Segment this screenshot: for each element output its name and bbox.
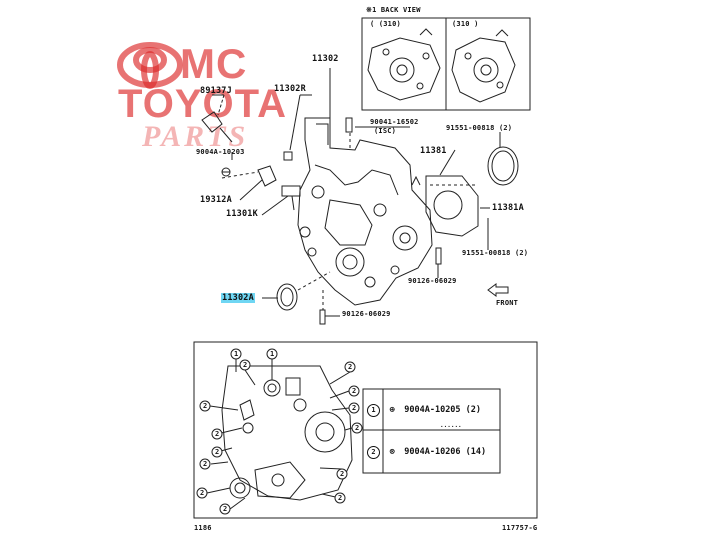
back-view-left-label: ( (310) (370, 20, 401, 28)
callout-2-j: 2 (355, 424, 360, 432)
watermark-parts: PARTS (142, 120, 249, 153)
watermark-mc: MC (180, 40, 248, 87)
callout-2-h: 2 (352, 387, 357, 395)
label-91551-b[interactable]: 91551-00818 (2) (462, 249, 529, 257)
watermark-toyota: TOYOTA (118, 82, 287, 126)
callout-2-m: 2 (243, 361, 248, 369)
callout-2-e: 2 (200, 489, 205, 497)
label-11302a-text: 11302A (221, 293, 255, 303)
back-view-right-label: (310 ) (452, 20, 479, 28)
label-11381a[interactable]: 11381A (492, 203, 524, 213)
callout-2-c: 2 (215, 448, 220, 456)
label-19312a[interactable]: 19312A (200, 195, 232, 205)
callout-2-g: 2 (348, 363, 353, 371)
legend-num-2: 2 (367, 446, 380, 459)
footer-figure-id: 117757-G (502, 524, 538, 532)
label-90041-16502[interactable]: 90041-16502 (370, 118, 419, 126)
legend-row-1: 1 ⊕ 9004A-10205 (2) (367, 404, 481, 417)
label-11302a[interactable]: 11302A (221, 293, 255, 303)
footer-page-number: 1186 (194, 524, 212, 532)
label-9004a-10203[interactable]: 9004A-10203 (196, 148, 245, 156)
callout-2-b: 2 (215, 430, 220, 438)
callout-2-f: 2 (223, 505, 228, 513)
label-89137j[interactable]: 89137J (200, 86, 232, 96)
legend-part-2[interactable]: 9004A-10206 (14) (404, 447, 487, 457)
callout-2-d: 2 (203, 460, 208, 468)
bolt-icon: ⊕ (389, 405, 395, 415)
label-isc: (ISC) (374, 127, 397, 135)
legend-part-1[interactable]: 9004A-10205 (2) (404, 405, 482, 415)
label-11302[interactable]: 11302 (312, 54, 339, 64)
callout-2-k: 2 (340, 470, 345, 478)
label-11381[interactable]: 11381 (420, 146, 447, 156)
front-label: FRONT (496, 299, 519, 307)
label-91551-a[interactable]: 91551-00818 (2) (446, 124, 513, 132)
bolt-icon: ⊗ (389, 447, 395, 457)
label-11302r[interactable]: 11302R (274, 84, 306, 94)
label-11301k[interactable]: 11301K (226, 209, 258, 219)
callout-2-i: 2 (352, 404, 357, 412)
legend-dots: ...... (440, 422, 462, 429)
legend-num-1: 1 (367, 404, 380, 417)
label-90126-a[interactable]: 90126-06029 (408, 277, 457, 285)
callout-2-a: 2 (203, 402, 208, 410)
callout-2-l: 2 (338, 494, 343, 502)
back-view-title: ※1 BACK VIEW (366, 6, 421, 14)
label-90126-b[interactable]: 90126-06029 (342, 310, 391, 318)
callout-1-a: 1 (234, 350, 239, 358)
callout-1-b: 1 (270, 350, 275, 358)
legend-row-2: 2 ⊗ 9004A-10206 (14) (367, 446, 486, 459)
